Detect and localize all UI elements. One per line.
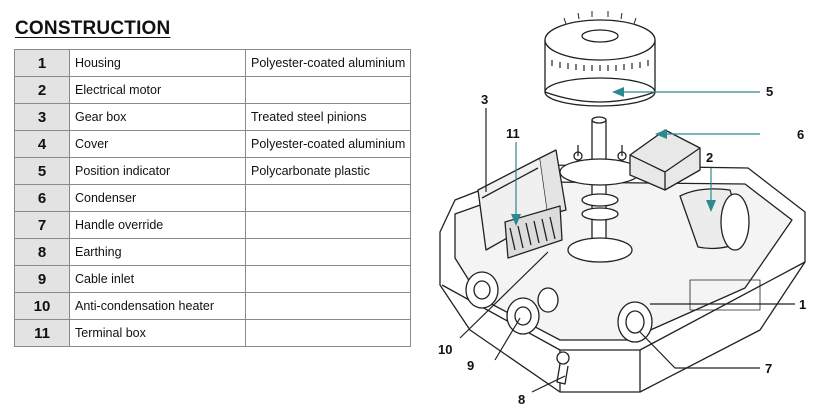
- part-name: Cover: [69, 130, 246, 158]
- part-name: Position indicator: [69, 157, 246, 185]
- part-material: Polycarbonate plastic: [245, 157, 411, 185]
- leader-lines: [459, 91, 795, 393]
- table-row: 8 Earthing: [14, 238, 411, 266]
- row-number: 8: [14, 238, 70, 266]
- part-material: [245, 211, 411, 239]
- part-name: Anti-condensation heater: [69, 292, 246, 320]
- part-name: Gear box: [69, 103, 246, 131]
- callout-8: 8: [518, 392, 525, 407]
- table-row: 11 Terminal box: [14, 319, 411, 347]
- callout-6: 6: [797, 127, 804, 142]
- part-name: Terminal box: [69, 319, 246, 347]
- row-number: 9: [14, 265, 70, 293]
- callout-11: 11: [506, 126, 520, 141]
- table-row: 3 Gear box Treated steel pinions: [14, 103, 411, 131]
- part-name: Earthing: [69, 238, 246, 266]
- row-number: 1: [14, 49, 70, 77]
- callout-9: 9: [467, 358, 474, 373]
- part-material: Treated steel pinions: [245, 103, 411, 131]
- callout-5: 5: [766, 84, 773, 99]
- construction-table: 1 Housing Polyester-coated aluminium 2 E…: [14, 49, 411, 347]
- cable-inlet-drawing: [465, 271, 559, 335]
- table-row: 2 Electrical motor: [14, 76, 411, 104]
- terminal-box-drawing: [504, 205, 563, 259]
- part-material: [245, 292, 411, 320]
- table-row: 9 Cable inlet: [14, 265, 411, 293]
- table-row: 1 Housing Polyester-coated aluminium: [14, 49, 411, 77]
- part-name: Cable inlet: [69, 265, 246, 293]
- row-number: 4: [14, 130, 70, 158]
- table-row: 7 Handle override: [14, 211, 411, 239]
- callout-1: 1: [799, 297, 806, 312]
- row-number: 2: [14, 76, 70, 104]
- table-row: 6 Condenser: [14, 184, 411, 212]
- part-material: Polyester-coated aluminium: [245, 49, 411, 77]
- row-number: 5: [14, 157, 70, 185]
- part-material: [245, 76, 411, 104]
- part-name: Electrical motor: [69, 76, 246, 104]
- row-number: 10: [14, 292, 70, 320]
- position-indicator-drawing: [544, 11, 656, 107]
- handle-override-drawing: [617, 301, 653, 343]
- row-number: 11: [14, 319, 70, 347]
- leader-arrowheads: [511, 87, 716, 226]
- callout-3: 3: [481, 92, 488, 107]
- row-number: 7: [14, 211, 70, 239]
- table-row: 4 Cover Polyester-coated aluminium: [14, 130, 411, 158]
- motor-drawing: [679, 188, 750, 251]
- actuator-exploded-diagram: 5 6 2 3 11 1 7 8 9 10: [438, 11, 806, 407]
- row-number: 3: [14, 103, 70, 131]
- part-material: [245, 265, 411, 293]
- page-title: CONSTRUCTION: [15, 18, 171, 39]
- callout-7: 7: [765, 361, 772, 376]
- part-name: Condenser: [69, 184, 246, 212]
- part-name: Housing: [69, 49, 246, 77]
- part-name: Handle override: [69, 211, 246, 239]
- shaft-drawing: [559, 116, 641, 263]
- callout-10: 10: [438, 342, 452, 357]
- table-row: 10 Anti-condensation heater: [14, 292, 411, 320]
- part-material: Polyester-coated aluminium: [245, 130, 411, 158]
- part-material: [245, 238, 411, 266]
- row-number: 6: [14, 184, 70, 212]
- table-row: 5 Position indicator Polycarbonate plast…: [14, 157, 411, 185]
- gearbox-drawing: [477, 149, 567, 251]
- part-material: [245, 319, 411, 347]
- callout-2: 2: [706, 150, 713, 165]
- part-material: [245, 184, 411, 212]
